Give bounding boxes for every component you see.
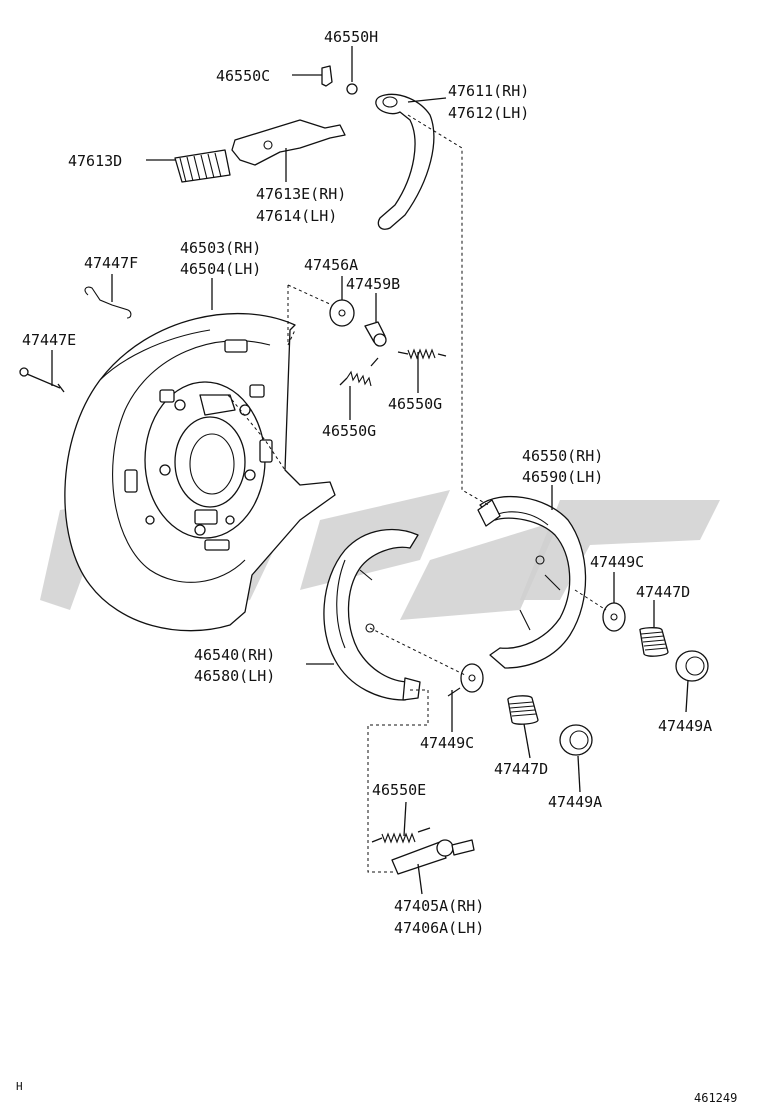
label-46550H: 46550H — [324, 28, 378, 46]
hold-spring-a[interactable] — [639, 627, 669, 657]
hold-spring-b[interactable] — [507, 695, 539, 725]
label-46590: 46590(LH) — [522, 468, 603, 486]
label-46550G-b: 46550G — [322, 422, 376, 440]
label-47614: 47614(LH) — [256, 207, 337, 225]
label-47449C-a: 47449C — [590, 553, 644, 571]
label-47447D-a: 47447D — [636, 583, 690, 601]
label-47447F: 47447F — [84, 254, 138, 272]
hold-cap-a[interactable] — [675, 650, 709, 682]
part-labels: 46550H 46550C 47611(RH) 47612(LH) 47613D… — [22, 28, 712, 937]
backing-plate[interactable] — [64, 312, 336, 632]
adjuster-spring[interactable] — [371, 827, 431, 844]
label-47447E: 47447E — [22, 331, 76, 349]
washer[interactable] — [329, 299, 355, 327]
label-46550: 46550(RH) — [522, 447, 603, 465]
label-46504: 46504(LH) — [180, 260, 261, 278]
wire-clip[interactable] — [84, 286, 132, 319]
guide-lines — [227, 114, 607, 873]
corner-mark: H — [16, 1080, 23, 1093]
label-47611: 47611(RH) — [448, 82, 529, 100]
label-47449A-b: 47449A — [548, 793, 602, 811]
spring-upper[interactable] — [397, 348, 447, 360]
label-46540: 46540(RH) — [194, 646, 275, 664]
label-47459B: 47459B — [346, 275, 400, 293]
brake-shoe-front[interactable] — [477, 495, 587, 669]
label-46580: 46580(LH) — [194, 667, 275, 685]
label-46550C: 46550C — [216, 67, 270, 85]
label-46550G-a: 46550G — [388, 395, 442, 413]
leader-lines — [51, 46, 689, 895]
figure-number: 461249 — [694, 1091, 737, 1105]
adjuster[interactable] — [391, 839, 475, 875]
clip[interactable] — [321, 65, 333, 87]
brake-shoe-rear[interactable] — [323, 528, 421, 701]
label-47613E: 47613E(RH) — [256, 185, 346, 203]
strut-plate[interactable] — [231, 119, 346, 166]
label-47405A: 47405A(RH) — [394, 897, 484, 915]
label-47456A: 47456A — [304, 256, 358, 274]
label-47447D-b: 47447D — [494, 760, 548, 778]
label-47613D: 47613D — [68, 152, 122, 170]
nut[interactable] — [346, 83, 358, 95]
plug[interactable] — [364, 321, 387, 347]
retainer-cup-b[interactable] — [447, 663, 484, 697]
label-47612: 47612(LH) — [448, 104, 529, 122]
label-47449A-a: 47449A — [658, 717, 712, 735]
bolt[interactable] — [19, 367, 65, 393]
label-47449C-b: 47449C — [420, 734, 474, 752]
spring-lower[interactable] — [339, 357, 379, 387]
retainer-cup-a[interactable] — [602, 602, 626, 632]
parking-lever[interactable] — [375, 93, 435, 230]
strut-spring[interactable] — [174, 149, 231, 183]
label-46550E: 46550E — [372, 781, 426, 799]
hold-cap-b[interactable] — [559, 724, 593, 756]
label-47406A: 47406A(LH) — [394, 919, 484, 937]
label-46503: 46503(RH) — [180, 239, 261, 257]
